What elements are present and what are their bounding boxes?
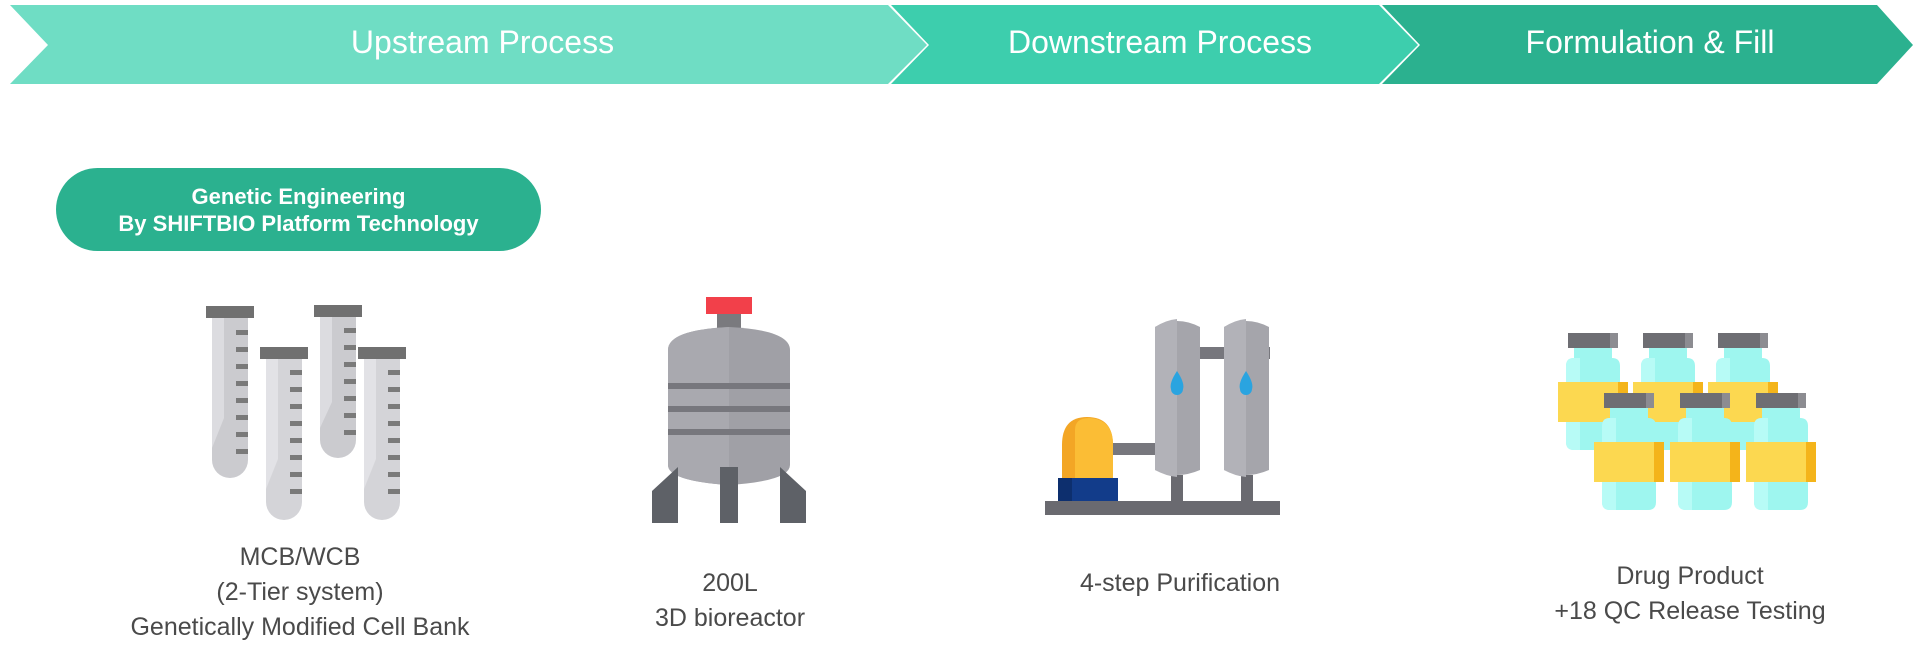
step-caption-cell-bank: MCB/WCB (2-Tier system) Genetically Modi… xyxy=(80,540,520,645)
badge-line-1: Genetic Engineering xyxy=(191,184,406,209)
stage-label-upstream: Upstream Process xyxy=(350,24,615,60)
test-tube xyxy=(358,347,406,520)
test-tube xyxy=(260,347,308,520)
stage-chevron-downstream xyxy=(891,5,1418,84)
stage-label-downstream: Downstream Process xyxy=(1007,24,1313,60)
stage-chevron-formulation xyxy=(1382,5,1913,84)
test-tubes-icon xyxy=(206,305,406,520)
caption-line: +18 QC Release Testing xyxy=(1554,597,1826,625)
step-caption-drug-product: Drug Product +18 QC Release Testing xyxy=(1520,559,1860,629)
stage-label-formulation: Formulation & Fill xyxy=(1525,24,1775,60)
caption-line: Genetically Modified Cell Bank xyxy=(130,613,470,641)
caption-line: (2-Tier system) xyxy=(216,578,384,606)
genetic-engineering-badge: Genetic Engineering By SHIFTBIO Platform… xyxy=(56,168,541,251)
caption-line: Drug Product xyxy=(1616,562,1764,590)
vials-icon xyxy=(1558,333,1816,510)
bioreactor-icon xyxy=(652,297,806,523)
badge-line-2: By SHIFTBIO Platform Technology xyxy=(118,211,479,236)
step-caption-bioreactor: 200L 3D bioreactor xyxy=(580,566,880,636)
test-tube xyxy=(314,305,362,458)
caption-line: 3D bioreactor xyxy=(654,604,806,632)
test-tube xyxy=(206,306,254,478)
caption-line: 4-step Purification xyxy=(1079,569,1281,597)
stage-chevron-upstream xyxy=(10,5,927,84)
caption-line: 200L xyxy=(702,569,758,597)
step-caption-purification: 4-step Purification xyxy=(1030,566,1330,601)
purification-system-icon xyxy=(1045,319,1280,515)
caption-line: MCB/WCB xyxy=(239,543,361,571)
process-stage-banner xyxy=(10,5,1913,84)
